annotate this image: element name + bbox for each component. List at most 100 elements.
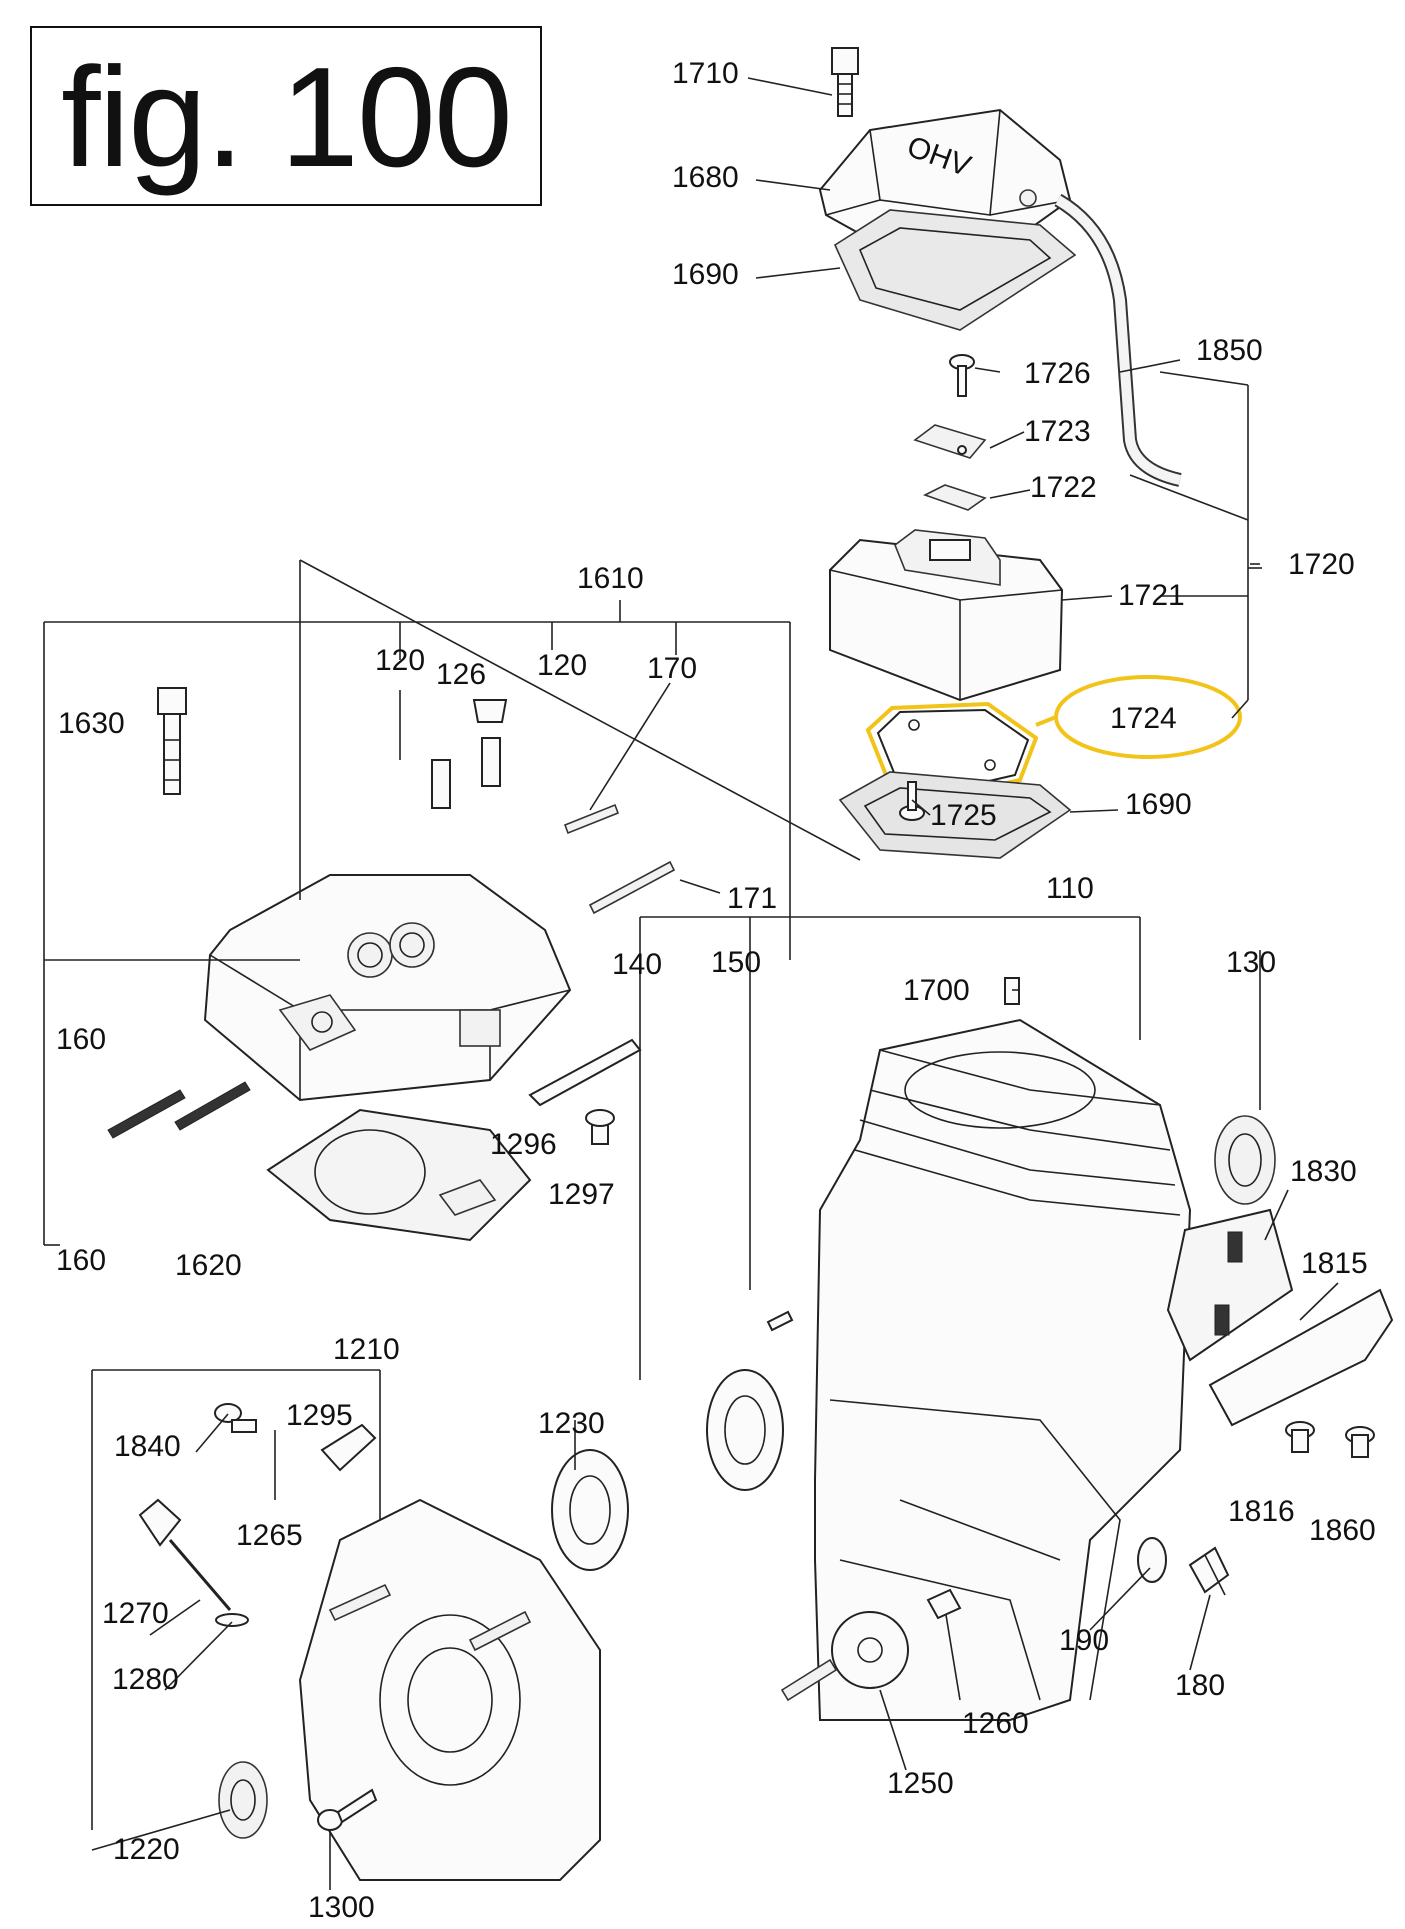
bolt-1816: [1285, 1421, 1315, 1453]
part-label-1690b: 1690: [1125, 788, 1192, 821]
drain-plug-180: [1188, 1546, 1230, 1596]
part-label-140: 140: [612, 948, 662, 981]
part-label-1850: 1850: [1196, 334, 1263, 367]
part-label-170: 170: [647, 652, 697, 685]
stud-170: [563, 803, 620, 835]
oil-seal-130: [1214, 1115, 1276, 1205]
part-label-1710: 1710: [672, 57, 739, 90]
screw-1725: [899, 781, 925, 821]
part-label-171: 171: [727, 882, 777, 915]
oil-seal-1220: [218, 1761, 268, 1839]
leader-line: [747, 77, 833, 96]
leader-lines: [43, 77, 1339, 1890]
oil-gauge-1270: [138, 1498, 232, 1611]
leader-line: [1189, 1594, 1211, 1671]
leader-line: [1119, 359, 1181, 373]
leader-line: [989, 489, 1031, 499]
gasket-1830: [1166, 1208, 1294, 1362]
head-gasket-1690: [838, 771, 1072, 859]
part-label-1250: 1250: [887, 1767, 954, 1800]
part-label-1620: 1620: [175, 1249, 242, 1282]
part-label-160b: 160: [56, 1244, 106, 1277]
valve-guide-120b: [481, 737, 501, 787]
part-label-190: 190: [1059, 1624, 1109, 1657]
part-label-1210: 1210: [333, 1333, 400, 1366]
part-label-1680: 1680: [672, 161, 739, 194]
figure-title: fig. 100: [61, 38, 513, 197]
spring-160b: [174, 1081, 251, 1131]
dowel-pin-1700: [1004, 977, 1020, 1005]
leader-line: [1231, 699, 1249, 719]
part-label-1270: 1270: [102, 1597, 169, 1630]
spring-160a: [107, 1089, 186, 1139]
part-label-1280: 1280: [112, 1663, 179, 1696]
part-label-180: 180: [1175, 1669, 1225, 1702]
part-label-1690a: 1690: [672, 258, 739, 291]
head-gasket-1620: [266, 1108, 532, 1242]
leader-line: [1159, 371, 1249, 386]
breather-chamber-1721: [829, 529, 1064, 702]
part-label-1265: 1265: [236, 1519, 303, 1552]
bolt-1840: [214, 1403, 257, 1433]
breather-plate-1723: [913, 424, 987, 459]
leader-line: [1299, 1282, 1339, 1321]
head-bolt-1630: [157, 687, 187, 795]
part-label-1721: 1721: [1118, 579, 1185, 612]
part-label-1720: 1720: [1288, 548, 1355, 581]
part-label-1610: 1610: [577, 562, 644, 595]
leader-line: [755, 179, 831, 191]
highlight-ellipse-1724: [1035, 675, 1242, 759]
bolt-1860: [1345, 1426, 1375, 1458]
leader-line: [149, 1599, 201, 1636]
cover-gasket-1690: [833, 209, 1077, 331]
plate-1296: [528, 1038, 642, 1107]
part-label-1723: 1723: [1024, 415, 1091, 448]
bracket-1295: [320, 1423, 377, 1472]
washer-190: [1137, 1537, 1167, 1583]
leader-line: [879, 1689, 907, 1771]
part-label-1300: 1300: [308, 1891, 375, 1924]
cover-plate-1815: [1208, 1288, 1394, 1427]
reed-valve-1722: [922, 484, 987, 511]
leader-line: [195, 1413, 229, 1453]
breather-hose-1850: [1054, 193, 1182, 487]
part-label-1230: 1230: [538, 1407, 605, 1440]
part-label-126: 126: [436, 658, 486, 691]
part-label-1816: 1816: [1228, 1495, 1295, 1528]
part-label-1296: 1296: [490, 1128, 557, 1161]
leader-line: [911, 799, 931, 816]
stud-171: [588, 860, 676, 915]
part-label-1725: 1725: [930, 799, 997, 832]
leader-line: [1129, 474, 1249, 521]
valve-guide-120a: [431, 759, 451, 809]
part-label-1260: 1260: [962, 1707, 1029, 1740]
part-label-1700: 1700: [903, 974, 970, 1007]
breather-screw-1726: [949, 354, 975, 397]
leader-line: [1089, 1567, 1151, 1631]
part-label-1860: 1860: [1309, 1514, 1376, 1547]
cylinder-head-1610: [203, 874, 572, 1102]
part-label-1220: 1220: [113, 1833, 180, 1866]
pin-150: [766, 1310, 794, 1332]
leader-line: [1061, 595, 1113, 601]
part-label-120a: 120: [375, 644, 425, 677]
bolt-1297: [585, 1109, 615, 1145]
part-label-1840: 1840: [114, 1430, 181, 1463]
bolt-1300: [317, 1788, 378, 1831]
part-label-1295: 1295: [286, 1399, 353, 1432]
part-label-1815: 1815: [1301, 1247, 1368, 1280]
part-label-160a: 160: [56, 1023, 106, 1056]
leader-line: [1069, 809, 1119, 813]
sleeve-1260: [926, 1588, 962, 1620]
leader-line: [755, 267, 841, 279]
bearing-140: [706, 1369, 784, 1491]
valve-cover-bolt-1710: [831, 47, 859, 117]
part-label-1630: 1630: [58, 707, 125, 740]
leader-line: [589, 682, 671, 811]
part-label-1297: 1297: [548, 1178, 615, 1211]
o-ring-1280: [215, 1613, 249, 1627]
leader-line: [974, 367, 1001, 373]
part-label-130: 130: [1226, 946, 1276, 979]
